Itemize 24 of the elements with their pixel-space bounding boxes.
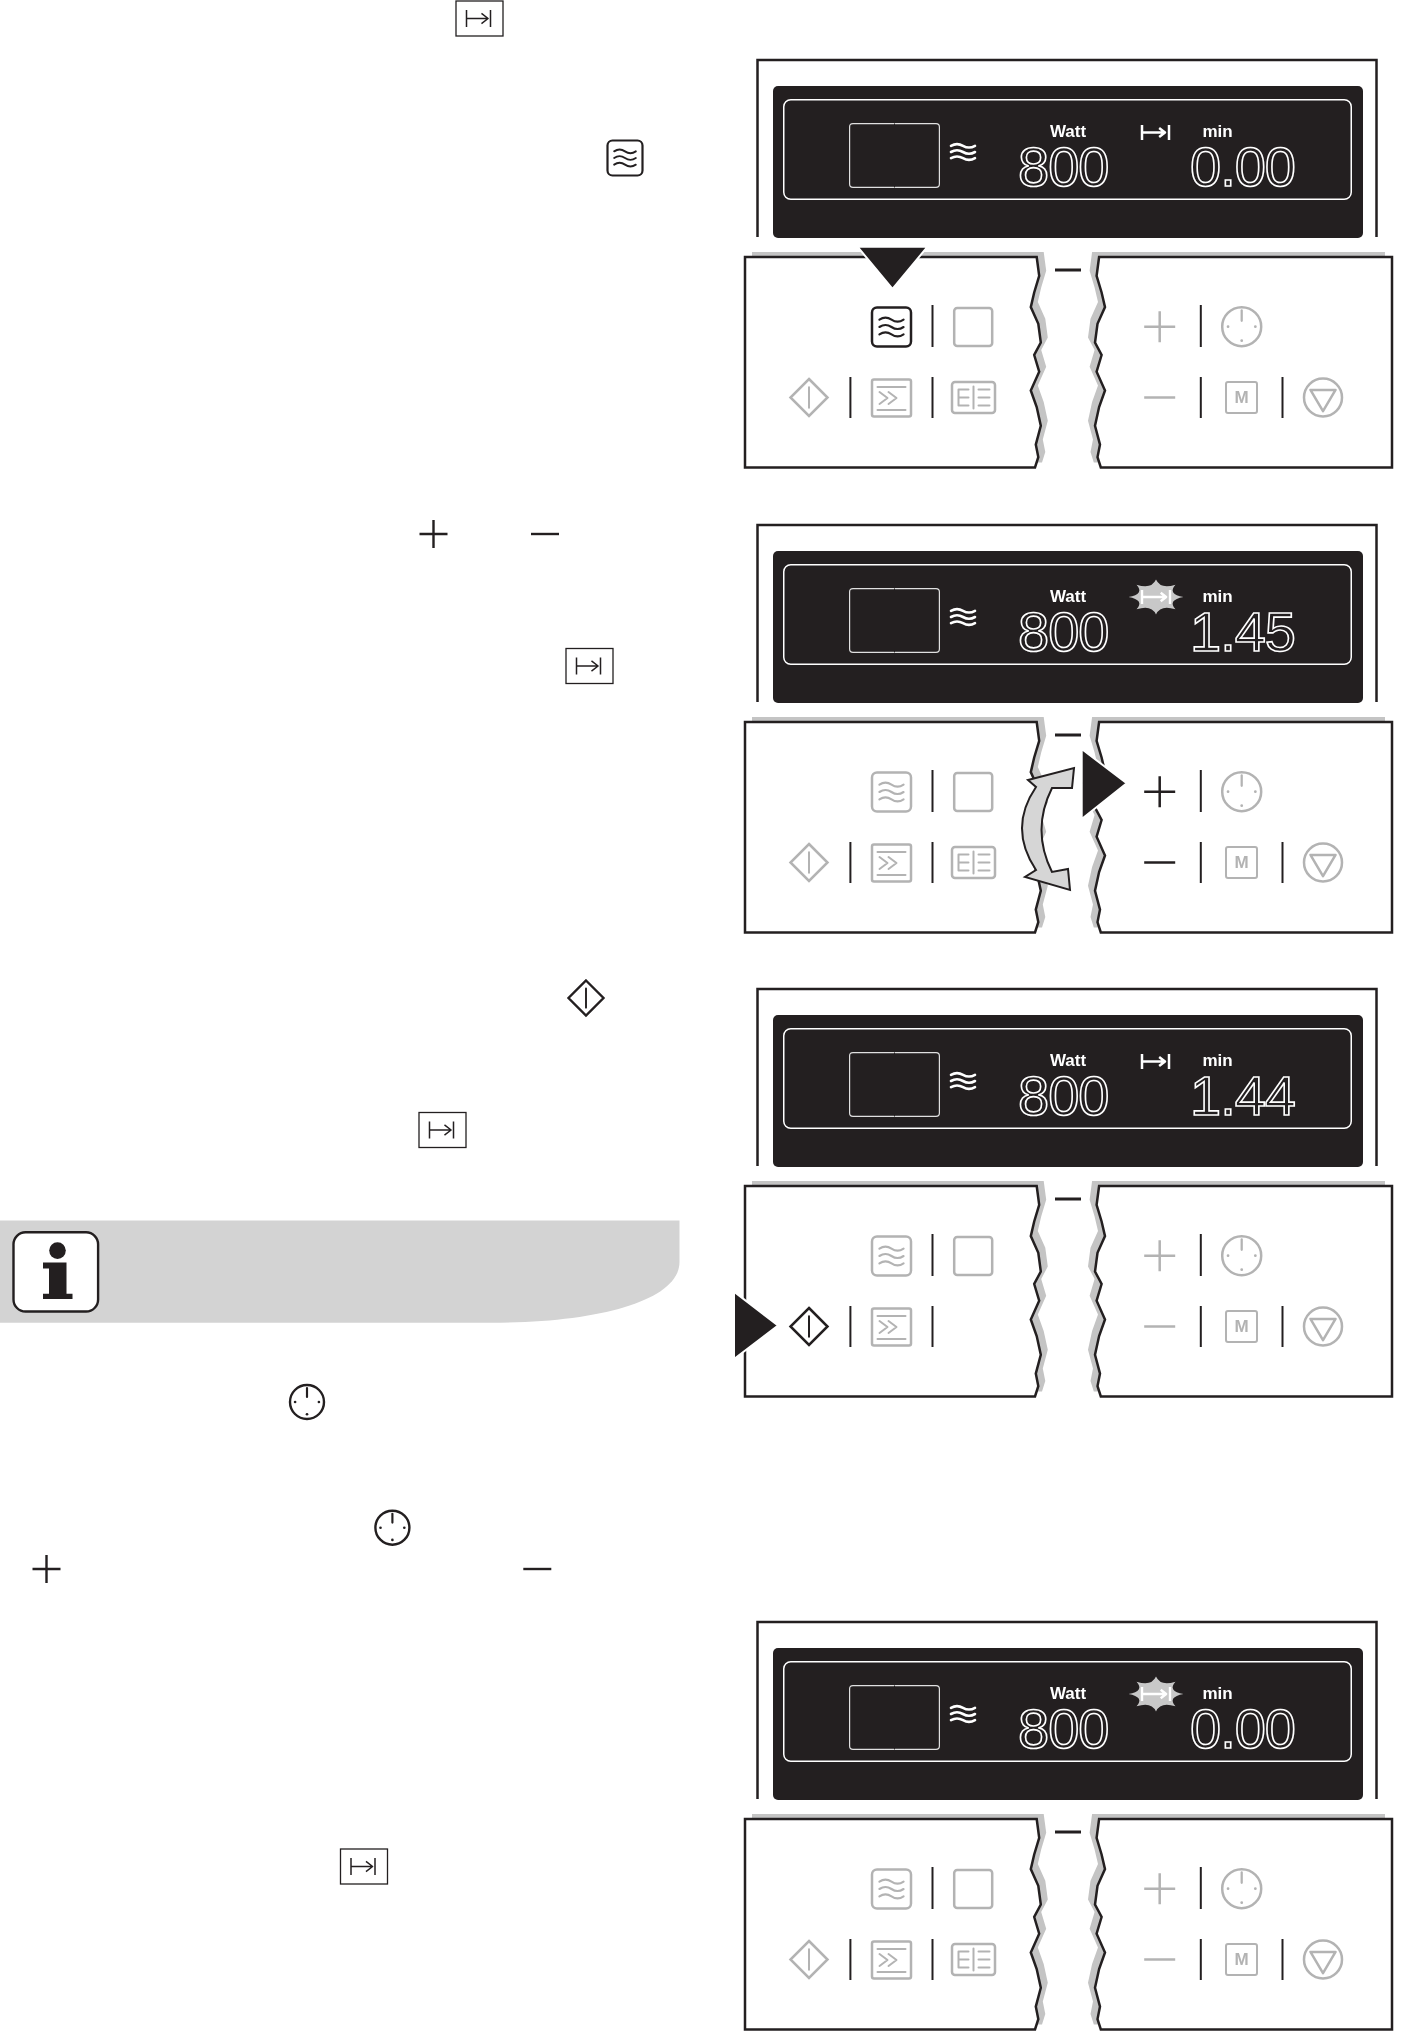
time-unit-label: min (1202, 587, 1233, 605)
time-value: 0.00 (1190, 145, 1295, 191)
time-unit-label: min (1202, 1051, 1233, 1069)
power-unit-label: Watt (1049, 1051, 1087, 1069)
time-value: 0.00 (1190, 1707, 1295, 1753)
m-button: M (1225, 1310, 1258, 1343)
m-button: M (1225, 1943, 1258, 1976)
power-value: 800 (1018, 1074, 1109, 1120)
time-value: 1.44 (1190, 1074, 1295, 1120)
time-unit-label: min (1202, 122, 1233, 140)
power-unit-label: Watt (1049, 1684, 1087, 1702)
power-value: 800 (1018, 610, 1109, 656)
time-unit-label: min (1202, 1684, 1233, 1702)
power-unit-label: Watt (1049, 587, 1087, 605)
power-value: 800 (1018, 1707, 1109, 1753)
lcd-display (772, 551, 1363, 703)
lcd-display (772, 86, 1363, 238)
power-unit-label: Watt (1049, 122, 1087, 140)
lcd-display (772, 1015, 1363, 1167)
m-button: M (1225, 381, 1258, 414)
time-value: 1.45 (1190, 610, 1295, 656)
lcd-display (772, 1648, 1363, 1800)
power-value: 800 (1018, 145, 1109, 191)
m-button: M (1225, 846, 1258, 879)
